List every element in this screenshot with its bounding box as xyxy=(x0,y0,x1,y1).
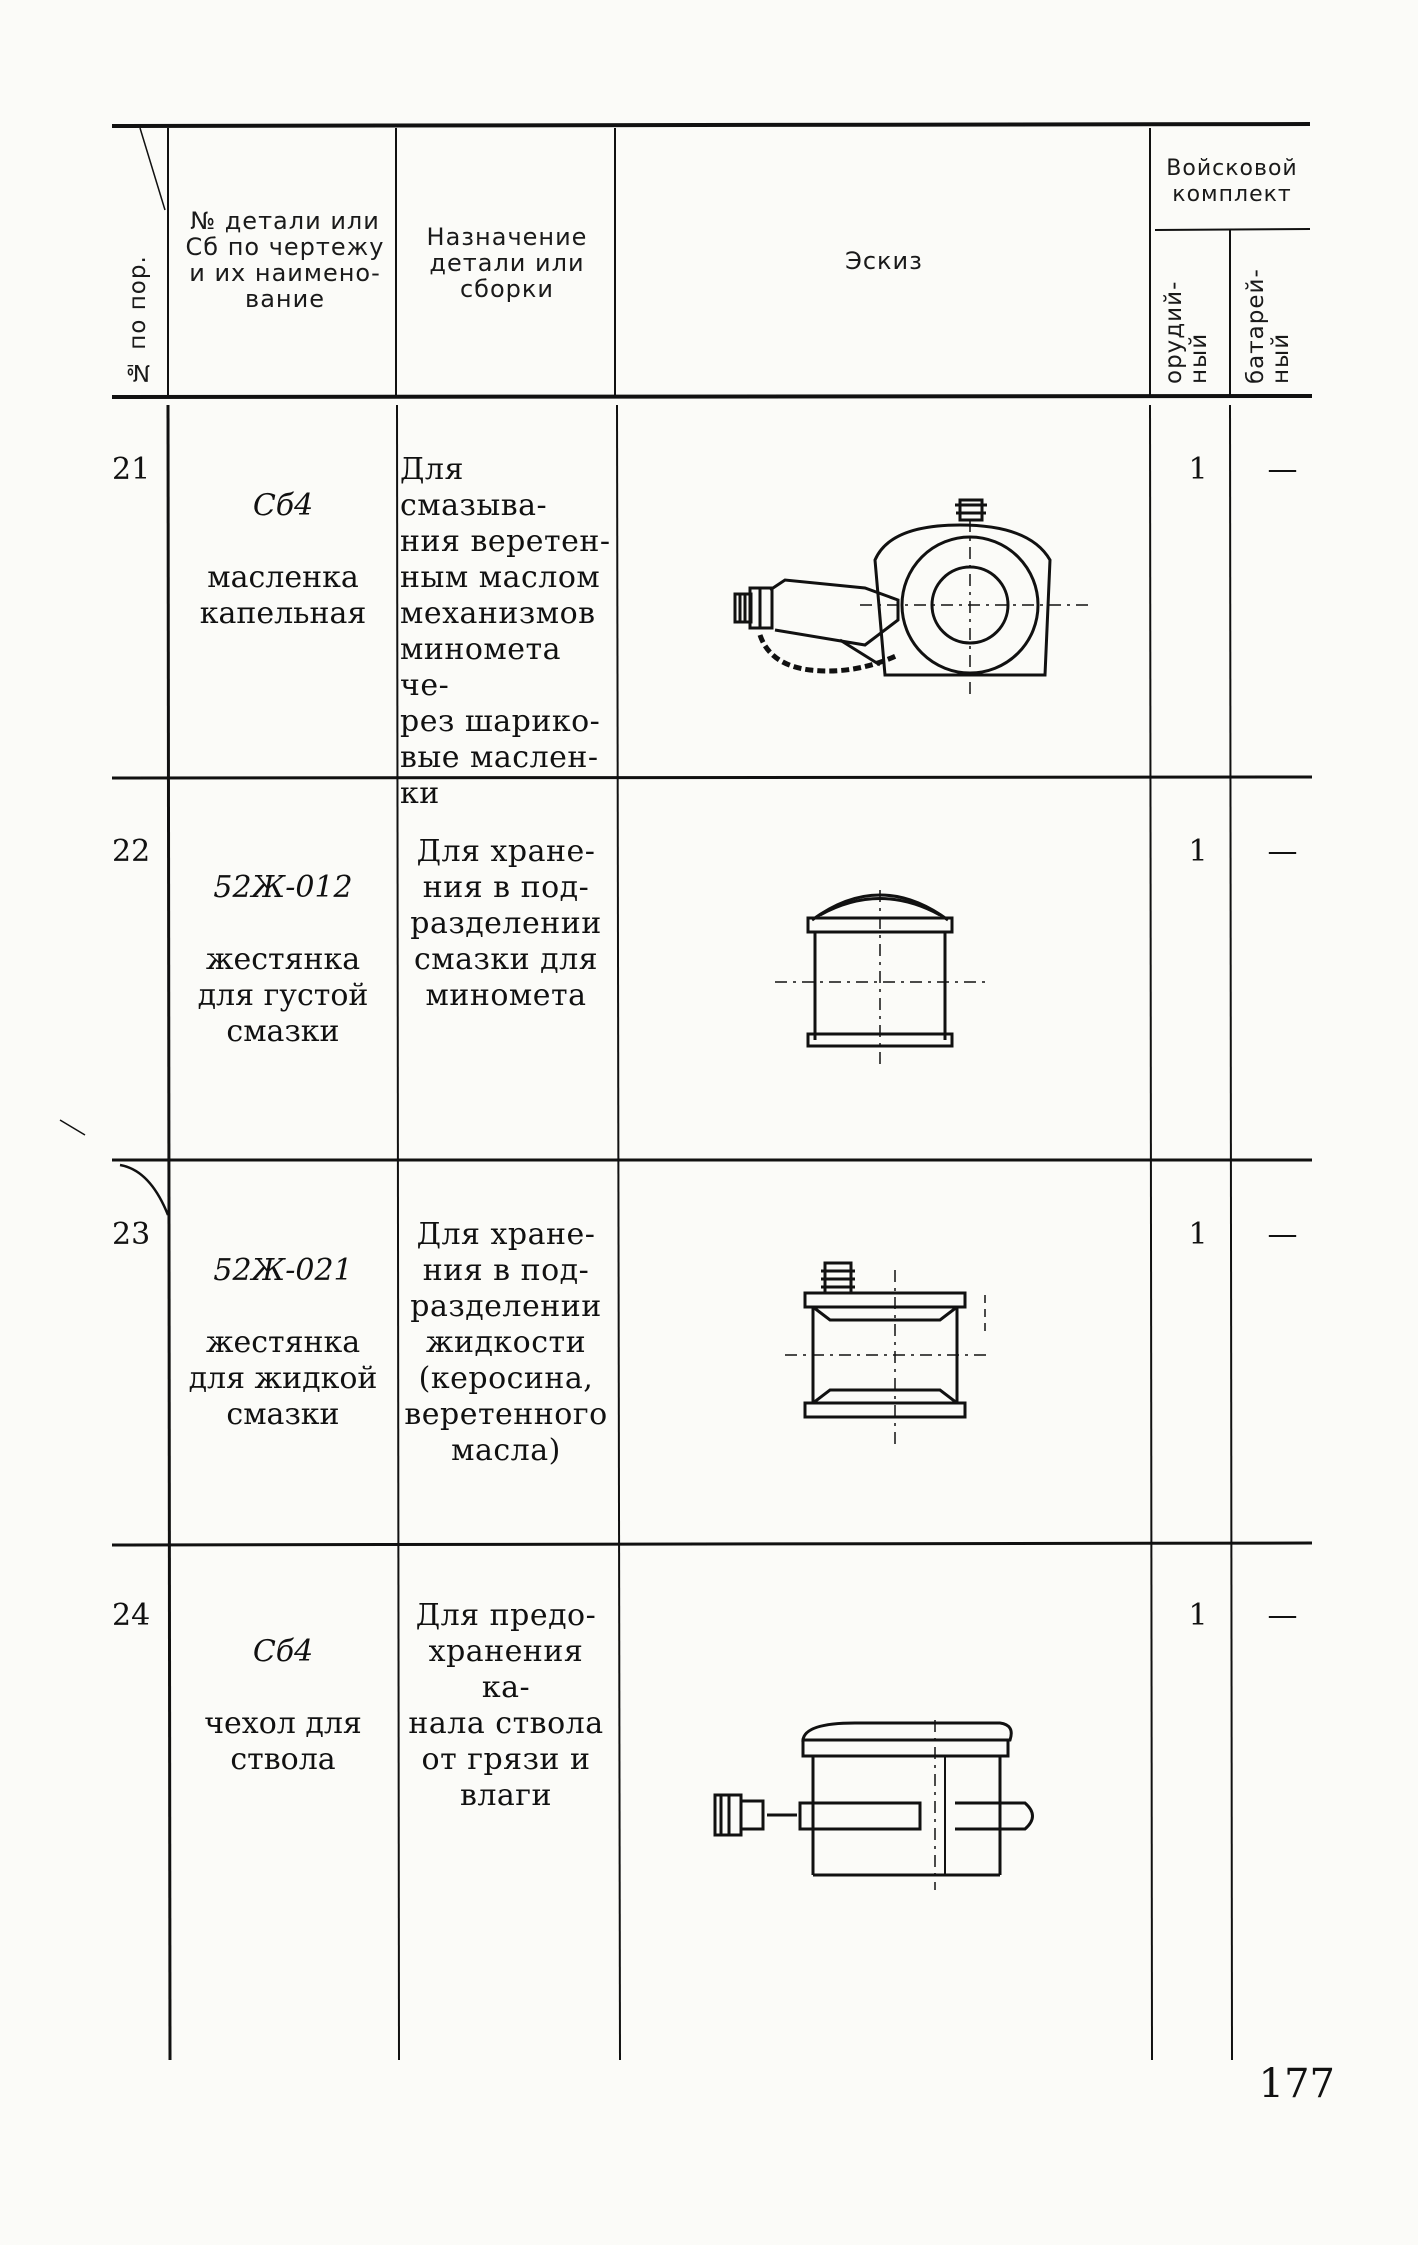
header-kit-battery: батарей- ный xyxy=(1243,268,1294,384)
row-number: 22 xyxy=(112,834,151,869)
header-purpose: Назначение детали или сборки xyxy=(426,223,588,303)
header-row-no: № по пор. xyxy=(125,255,151,385)
header-part: № детали или Сб по чертежу и их наимено-… xyxy=(185,207,385,313)
part-code: 52Ж-021 xyxy=(213,1253,353,1288)
kit-battery-qty: — xyxy=(1267,452,1298,487)
kit-battery-qty: — xyxy=(1267,1598,1298,1633)
part-purpose: Для смазыва- ния веретен- ным маслом мех… xyxy=(400,452,611,811)
row-number: 21 xyxy=(112,452,151,487)
header-kit-gun: орудий- ный xyxy=(1161,280,1212,384)
part-code: Сб4 xyxy=(252,1634,314,1669)
barrel-cover-icon xyxy=(713,1720,1034,1890)
part-name: чехол для ствола xyxy=(204,1706,362,1777)
row-number: 23 xyxy=(112,1217,151,1252)
header-kit: Войсковой комплект xyxy=(1166,156,1298,207)
row-number: 24 xyxy=(112,1598,151,1633)
part-designation: Сб4 масленка капельная xyxy=(172,452,394,632)
kit-gun-qty: 1 xyxy=(1188,1598,1208,1633)
part-designation: 52Ж-012 жестянка для густой смазки xyxy=(172,834,394,1050)
part-name: жестянка для жидкой смазки xyxy=(188,1325,378,1432)
kit-battery-qty: — xyxy=(1267,834,1298,869)
part-designation: Сб4 чехол для ствола xyxy=(172,1598,394,1778)
header-sketch: Эскиз xyxy=(845,247,923,275)
kit-gun-qty: 1 xyxy=(1188,452,1208,487)
grease-tin-icon xyxy=(775,890,985,1065)
kit-gun-qty: 1 xyxy=(1188,834,1208,869)
part-code: Сб4 xyxy=(252,488,314,523)
oil-can-drip-icon xyxy=(733,498,1092,700)
part-code: 52Ж-012 xyxy=(213,870,353,905)
liquid-tin-icon xyxy=(785,1261,990,1450)
part-purpose: Для хране- ния в под- разделении смазки … xyxy=(410,834,602,1013)
page-number: 177 xyxy=(1258,2061,1335,2107)
kit-gun-qty: 1 xyxy=(1188,1217,1208,1252)
part-purpose: Для предо- хранения ка- нала ствола от г… xyxy=(408,1598,604,1813)
part-designation: 52Ж-021 жестянка для жидкой смазки xyxy=(172,1217,394,1433)
part-name: масленка капельная xyxy=(199,560,367,631)
part-name: жестянка для густой смазки xyxy=(197,942,369,1049)
kit-battery-qty: — xyxy=(1267,1217,1298,1252)
part-purpose: Для хране- ния в под- разделении жидкост… xyxy=(404,1217,608,1468)
